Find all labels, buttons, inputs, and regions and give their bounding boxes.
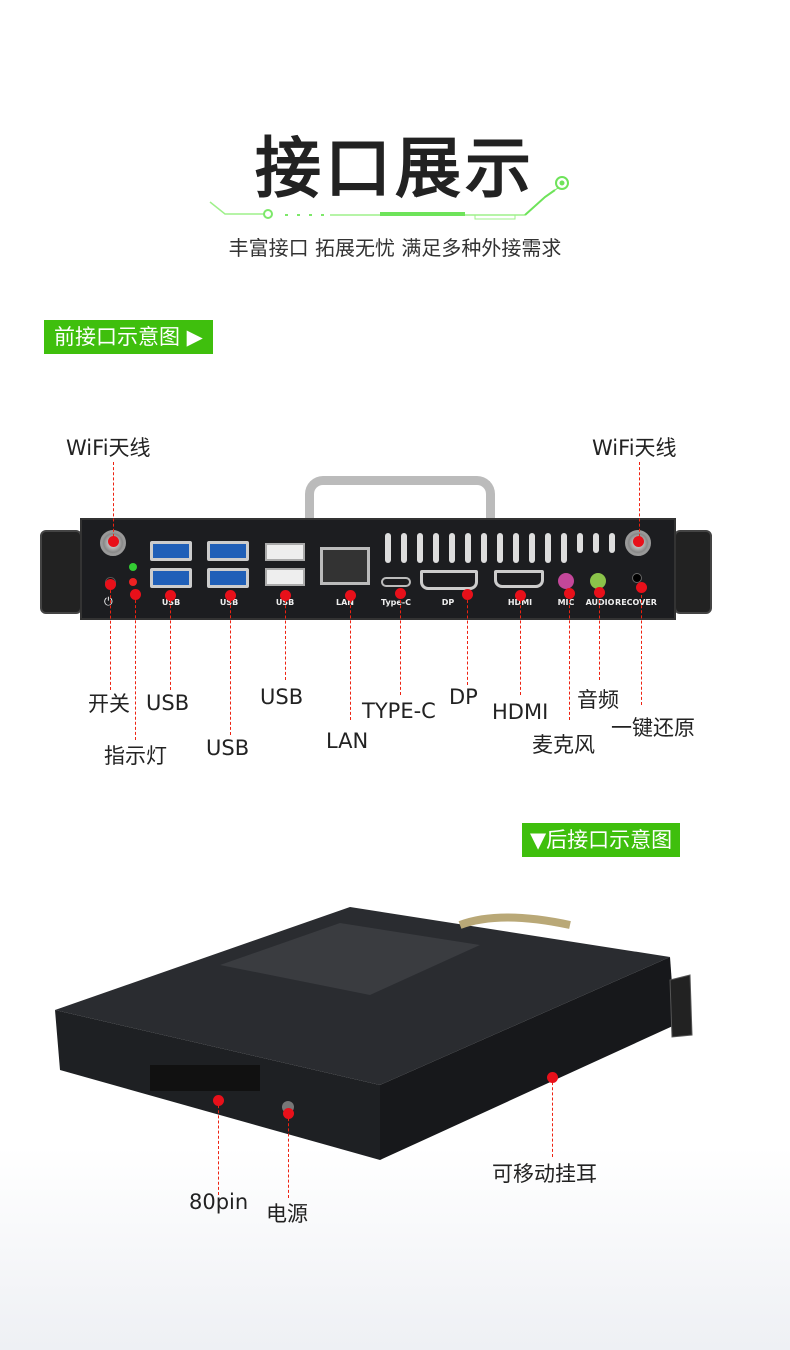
usb2-port [265, 543, 305, 561]
leader-line [350, 595, 351, 720]
label-mic: 麦克风 [532, 733, 595, 757]
port-label: USB [275, 598, 295, 607]
leader-line [135, 595, 136, 740]
leader-line [641, 595, 642, 705]
power-symbol-icon: ⏻ [104, 595, 113, 608]
marker-dot [594, 587, 605, 598]
marker-dot [395, 588, 406, 599]
led-red [129, 578, 137, 586]
marker-dot [462, 589, 473, 600]
port-label: RECOVER [615, 598, 657, 607]
leader-line [285, 595, 286, 680]
label-usb: USB [146, 691, 190, 715]
usb3-port [150, 541, 192, 561]
handle [305, 476, 495, 546]
typec-port [381, 577, 411, 587]
leader-line [520, 595, 521, 695]
leader-line [639, 462, 640, 542]
label-80pin: 80pin [189, 1190, 249, 1214]
port-label: LAN [336, 598, 354, 607]
label-usb: USB [206, 736, 250, 760]
label-audio: 音频 [577, 688, 619, 712]
leader-line [288, 1113, 289, 1198]
rear-device-image [55, 907, 693, 1160]
front-section-tag: 前接口示意图 ▶ [44, 320, 213, 354]
label-lan: LAN [326, 729, 369, 753]
leader-line [230, 595, 231, 735]
label-wifi-right: WiFi天线 [592, 436, 677, 460]
leader-line [552, 1077, 553, 1157]
front-panel [80, 518, 676, 620]
label-hdmi: HDMI [492, 700, 549, 724]
marker-dot [564, 588, 575, 599]
marker-dot [213, 1095, 224, 1106]
port-label: Type-C [380, 598, 412, 607]
mic-jack [558, 573, 574, 589]
label-typec: TYPE-C [362, 699, 436, 723]
leader-line [569, 595, 570, 720]
marker-dot [108, 536, 119, 547]
left-bracket [40, 530, 82, 614]
leader-line [400, 595, 401, 695]
marker-dot [636, 582, 647, 593]
marker-dot [130, 589, 141, 600]
usb3-port [207, 568, 249, 588]
port-label: MIC [557, 598, 575, 607]
led-green [129, 563, 137, 571]
lan-port [320, 547, 370, 585]
marker-dot [547, 1072, 558, 1083]
page-title: 接口展示 [255, 130, 535, 207]
marker-dot [283, 1108, 294, 1119]
usb3-port [150, 568, 192, 588]
marker-dot [105, 579, 116, 590]
subtitle: 丰富接口 拓展无忧 满足多种外接需求 [228, 236, 562, 260]
marker-dot [165, 590, 176, 601]
marker-dot [515, 590, 526, 601]
port-label: USB [219, 598, 239, 607]
label-power: 开关 [88, 692, 130, 716]
marker-dot [280, 590, 291, 601]
marker-dot [633, 536, 644, 547]
dp-port [420, 570, 478, 590]
label-wifi-left: WiFi天线 [66, 436, 151, 460]
audio-jack [590, 573, 606, 589]
label-dp: DP [449, 685, 478, 709]
leader-line [170, 595, 171, 690]
leader-line [467, 595, 468, 685]
rear-section-tag: ▼后接口示意图 [522, 823, 681, 857]
label-usb: USB [260, 685, 304, 709]
leader-line [599, 595, 600, 680]
marker-dot [225, 590, 236, 601]
label-indicator: 指示灯 [104, 744, 167, 768]
label-removable-ear: 可移动挂耳 [492, 1162, 597, 1186]
vents [385, 533, 615, 563]
label-recover: 一键还原 [611, 716, 695, 740]
marker-dot [345, 590, 356, 601]
circuit-decoration [209, 176, 569, 220]
right-bracket [674, 530, 712, 614]
label-power-in: 电源 [266, 1202, 308, 1226]
leader-line [113, 462, 114, 542]
hdmi-port [494, 570, 544, 588]
port-label: DP [441, 598, 455, 607]
usb2-port [265, 568, 305, 586]
leader-line [110, 585, 111, 690]
leader-line [218, 1100, 219, 1195]
usb3-port [207, 541, 249, 561]
